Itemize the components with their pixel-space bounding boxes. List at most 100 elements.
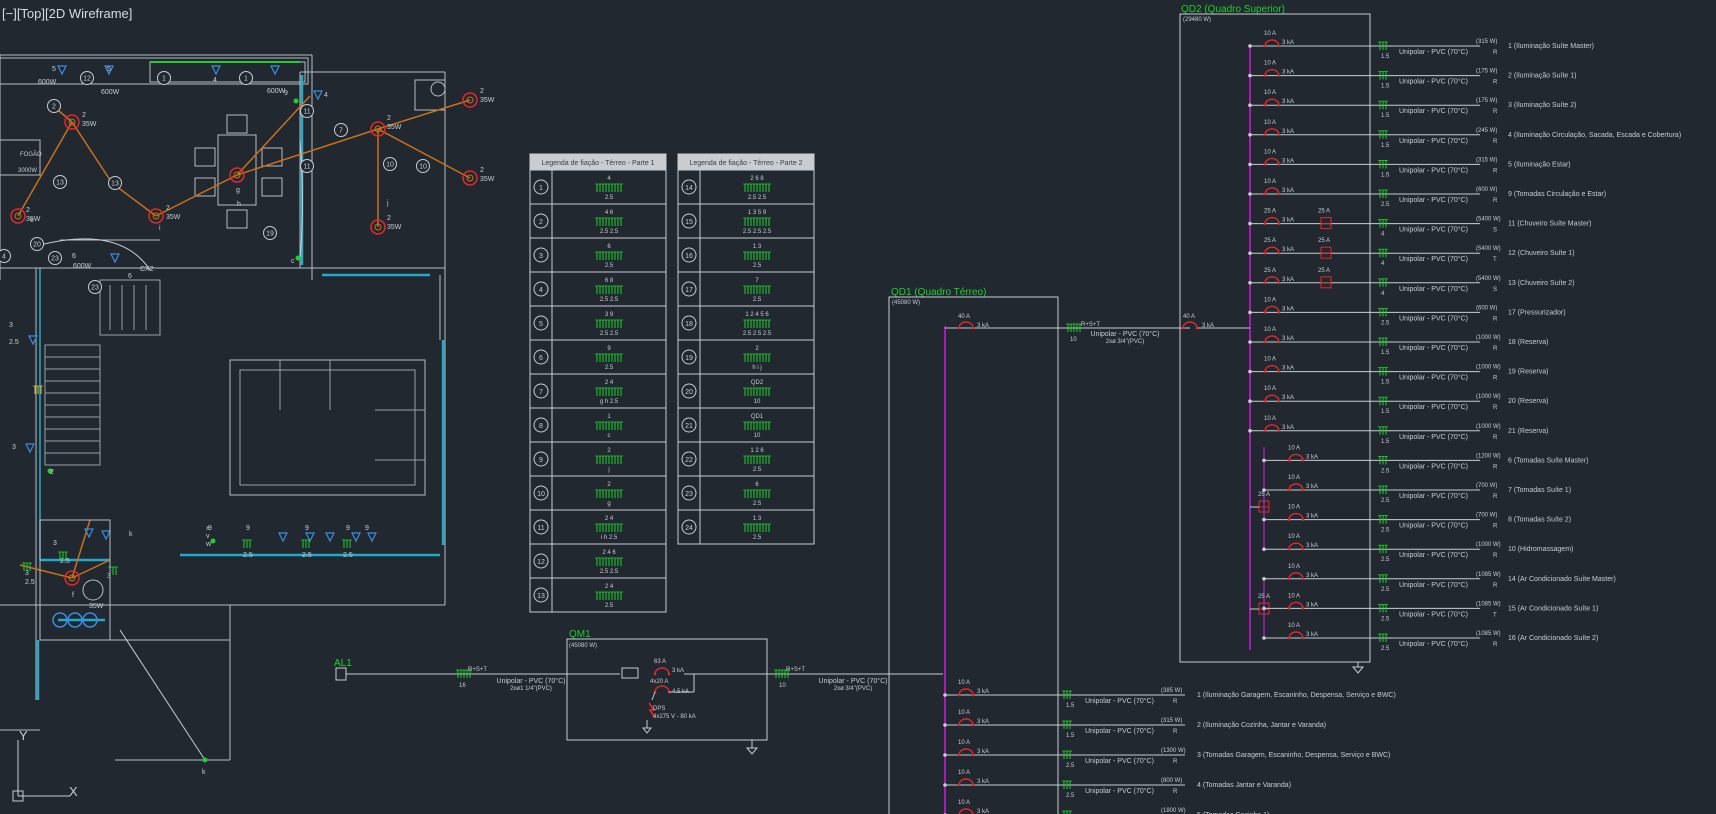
circuit-bubble-number: 7 [339,128,343,135]
lamp-icon [370,121,386,137]
dr-group-rating: 25 A [1258,492,1270,498]
circuit-bubble-number: 10 [386,162,394,169]
circuit-phase: R [1173,759,1178,765]
circuit-bubble-number: 1 [244,76,248,83]
circuit-kA: 3 kA [1282,336,1294,342]
circuit-kA: 3 kA [1306,602,1318,608]
lamp-letter: k [202,769,206,776]
legend-row-number: 2 [539,219,543,226]
lamp-circuit: 2 [166,205,170,212]
wiring-legends: Legenda de fiação - Térreo - Parte 1142.… [529,153,815,613]
circuit-cable: Unipolar - PVC (70°C) [1399,374,1468,382]
switch-dot [47,468,53,474]
switch-letter: w [205,541,212,548]
circuit-bubble-number: 23 [51,256,59,263]
conduit-label: 2.5 [243,552,253,559]
circuit-phase: R [1173,729,1178,735]
circuit-breaker [1264,276,1280,283]
circuit-bubble [383,157,397,171]
lighting-conduit [71,121,113,184]
circuit-phase: R [1493,405,1498,411]
breaker-terminal [1263,192,1267,196]
circuit-number: 4 [213,77,217,84]
circuit-bubble-number: 20 [33,242,41,249]
al1-conduit: 2xø1 1/4"(PVC) [510,686,552,692]
breaker-terminal [1277,399,1281,403]
circuit-power: (1085 W) [1476,601,1501,607]
circuit-power: (1000 W) [1476,424,1501,430]
circuit-section: 1.5 [1381,439,1390,445]
circuit-cable: Unipolar - PVC (70°C) [1399,314,1468,322]
legend-row-bubble [533,213,549,229]
arc-wire [39,238,151,271]
viewport-controls-label[interactable]: [−][Top][2D Wireframe] [2,6,133,21]
circuit-rating: 25 A [1264,238,1276,244]
circuit-section: 1.5 [1066,703,1075,709]
lighting-conduit [71,519,91,579]
breaker-terminal [1287,636,1291,640]
diagonal-line [119,629,206,761]
legend-row-sections: 2.5 2.5 2.5 [743,331,772,337]
circuit-number: 9 [208,525,212,532]
qd2-frame [1179,13,1371,663]
ground-icon [745,747,759,755]
circuit-phase: R [1493,316,1498,322]
qd2-power: (29480 W) [1183,17,1211,23]
circuit-number: 9 [365,525,369,532]
circuit-breaker [1264,335,1280,343]
circuit-breaker [1288,542,1304,550]
breaker-terminal [971,783,975,787]
circuit-bubble [48,251,62,265]
circuit-rating: 10 A [1264,297,1276,303]
legend-row-sections: 2.5 [753,501,762,507]
wall-lamp-icon [101,530,111,541]
qd1-frame [888,296,1059,814]
switch-letter: v [206,533,210,540]
lighting-conduit [155,174,238,217]
legend-row-bubble [681,247,697,263]
circuit-kA: 3 kA [1282,306,1294,312]
wall-lamp-icon [110,253,120,264]
stove-power-label: 3000W [18,168,37,174]
breaker-terminal [1263,133,1267,137]
circuit-section: 4 [1381,261,1385,267]
lighting-conduit [236,95,311,176]
legend-row-sections: g [607,501,610,507]
circuit-bubble [263,226,277,240]
circuit-number: 3 [12,444,16,451]
circuit-description: 10 (Hidromassagem) [1508,546,1573,553]
qm1-power: (45080 W) [569,643,597,649]
circuit-cable: Unipolar - PVC (70°C) [1399,433,1468,441]
circuit-bubble-number: 11 [303,109,310,116]
dining-table [217,134,257,206]
circuit-power: (315 W) [1476,39,1497,45]
lamp-circuit: 2 [82,112,86,119]
legend-row-number: 18 [685,321,693,328]
breaker-terminal [971,723,975,727]
circuit-description: 12 (Chuveiro Suíte 1) [1508,250,1575,257]
lamp-letter: g [236,187,240,194]
breaker-terminal [1277,74,1281,77]
legend-row-sections: 2.5 2.5 [748,195,767,201]
lamp-circuit: 2 [387,215,391,222]
circuit-power: (5400 W) [1476,217,1501,223]
legend-row-bubble [681,179,697,195]
circuit-breaker [1264,68,1280,76]
appliance-icon [67,612,83,628]
breaker-terminal [1277,340,1281,344]
lamp-letter: c [291,258,295,265]
dr-rating: 25 A [1318,238,1330,244]
circuit-power: (1085 W) [1476,572,1501,578]
al1-cable: Unipolar - PVC (70°C) [497,677,566,685]
qd1-feeder-cable: Unipolar - PVC (70°C) [1091,330,1160,338]
circuit-kA: 3 kA [1306,454,1318,460]
circuit-cable: Unipolar - PVC (70°C) [1399,610,1468,618]
breaker-terminal [1277,311,1281,314]
circuit-breaker [958,808,974,814]
circuit-breaker [1288,483,1304,491]
conduit-label: 2.5 [60,558,70,565]
circuit-breaker [958,748,974,756]
switch-dot [210,538,216,544]
breaker-terminal [1277,133,1281,137]
